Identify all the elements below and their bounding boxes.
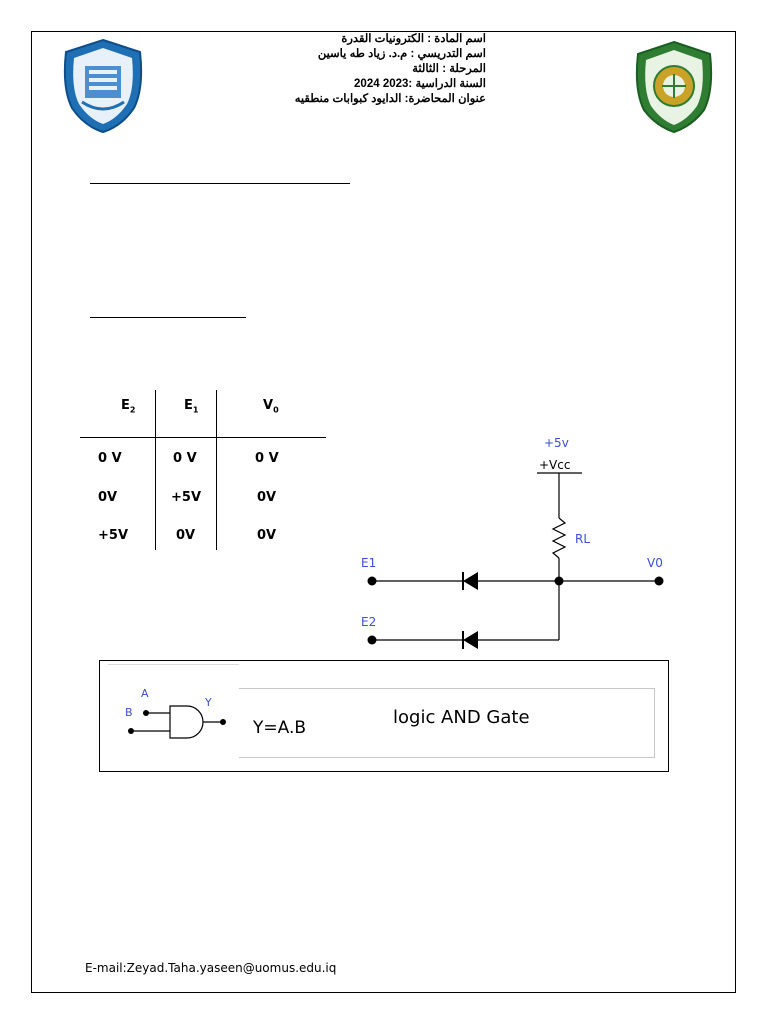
table-cell: 0V <box>176 528 196 543</box>
table-divider <box>155 390 156 550</box>
gate-title: logic AND Gate <box>393 707 530 728</box>
output-terminal <box>654 576 664 586</box>
and-gate-box <box>99 660 669 772</box>
heading-underline-2 <box>90 317 246 318</box>
gate-output-y-label: Y <box>204 696 212 709</box>
output-label: V0 <box>647 556 663 570</box>
truth-table: E2 E1 V0 0 V 0 V 0 V 0V +5V 0V +5V 0V 0V <box>80 388 330 558</box>
boolean-expression: Y=A.B <box>253 718 307 738</box>
vcc-label: +Vcc <box>539 458 570 472</box>
table-divider <box>216 390 217 550</box>
diode-and-circuit: +5v +Vcc RL E1 V0 E2 <box>361 436 664 649</box>
table-cell: 0V <box>257 490 277 505</box>
input2-label: E2 <box>361 615 376 629</box>
resistor-label: RL <box>575 532 590 546</box>
diode-d1 <box>463 572 478 590</box>
university-logo-right <box>635 40 713 134</box>
course-stage: المرحلة : الثالثة <box>412 63 486 75</box>
gate-caption-box <box>239 688 655 758</box>
gate-input-b-label: B <box>125 706 133 719</box>
table-cell: +5V <box>171 490 201 505</box>
table-cell: 0 V <box>173 451 197 466</box>
lecture-title: عنوان المحاضرة: الدايود كبوابات منطقيه <box>294 93 486 105</box>
academic-year: السنة الدراسية :2023 2024 <box>354 78 486 90</box>
course-header: اسم المادة : الكترونيات القدرة اسم التدر… <box>250 32 486 107</box>
table-header-e1: E1 <box>184 398 199 415</box>
and-gate-body <box>169 705 204 739</box>
table-header-e2: E2 <box>121 398 136 415</box>
table-cell: +5V <box>98 528 128 543</box>
and-gate-symbol: A B Y <box>125 687 226 739</box>
supply-label: +5v <box>544 436 569 450</box>
table-cell: 0V <box>257 528 277 543</box>
table-cell: 0V <box>98 490 118 505</box>
input1-label: E1 <box>361 556 376 570</box>
diode-d2 <box>463 631 478 649</box>
table-divider <box>80 437 326 438</box>
page-border <box>31 31 736 993</box>
gate-output-terminal <box>220 719 226 725</box>
resistor-symbol <box>551 517 567 559</box>
junction-dot <box>554 576 564 586</box>
gate-input-a-label: A <box>141 687 149 700</box>
table-cell: 0 V <box>98 451 122 466</box>
course-name: اسم المادة : الكترونيات القدرة <box>341 33 486 45</box>
table-header-v0: V0 <box>263 398 279 415</box>
instructor-name: اسم التدريسي : م.د. زياد طه ياسين <box>317 48 486 60</box>
university-logo-left <box>63 38 143 134</box>
heading-underline-1 <box>90 183 350 184</box>
footer-email: E-mail:Zeyad.Taha.yaseen@uomus.edu.iq <box>85 961 337 975</box>
gate-box-divider <box>108 664 239 665</box>
table-cell: 0 V <box>255 451 279 466</box>
